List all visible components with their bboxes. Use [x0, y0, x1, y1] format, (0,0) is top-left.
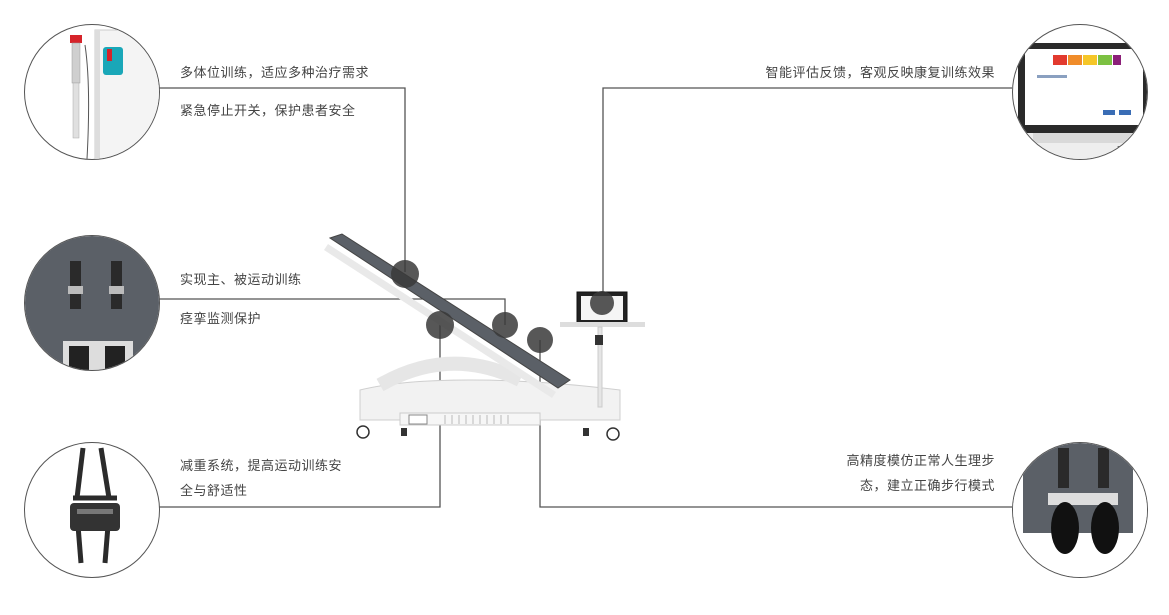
feature-active-passive: 实现主、被运动训练 [180, 273, 302, 288]
feature-spasm-monitor: 痉挛监测保护 [180, 312, 262, 327]
feature-gait-line2: 态，建立正确步行模式 [859, 479, 995, 494]
screen-brand-text: PU [1117, 145, 1127, 153]
feature-gait-line1: 高精度模仿正常人生理步 [846, 454, 995, 469]
connector-smart-feedback [602, 87, 1012, 298]
feature-smart-feedback: 智能评估反馈，客观反映康复训练效果 [765, 66, 995, 81]
feature-weight-support-line2: 全与舒适性 [180, 484, 248, 499]
feature-multi-position: 多体位训练，适应多种治疗需求 [180, 66, 370, 81]
feature-weight-support-line1: 减重系统，提高运动训练安 [180, 459, 343, 474]
feature-emergency-stop: 紧急停止开关，保护患者安全 [180, 104, 356, 119]
foot-pedal-detail [1012, 442, 1148, 578]
wheel-left-icon [356, 425, 370, 439]
connector-multi-position [158, 87, 406, 272]
emergency-stop-detail [24, 24, 160, 160]
wheel-right-icon [606, 427, 620, 441]
monitor-detail: PU [1012, 24, 1148, 160]
pedal-detail [24, 235, 160, 371]
harness-detail [24, 442, 160, 578]
